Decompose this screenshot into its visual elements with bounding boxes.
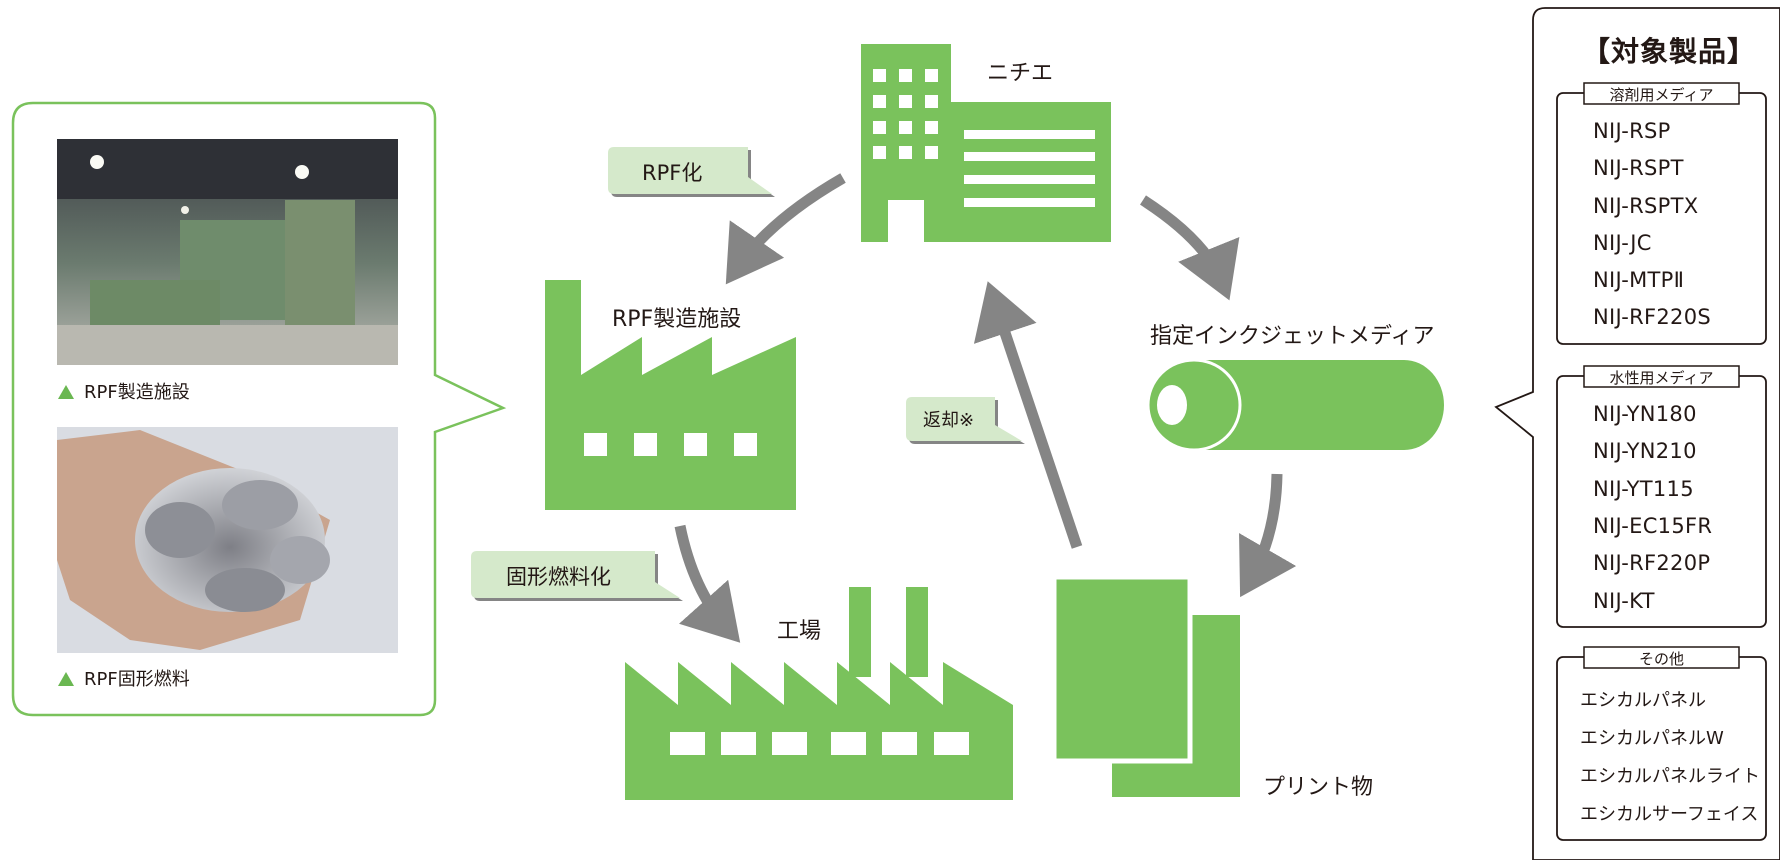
node-label-print: プリント物 <box>1263 775 1374 800</box>
water-media-title: 水性用メディア <box>1609 369 1714 387</box>
water-item: NIJ-YN210 <box>1593 439 1697 463</box>
callout-solid-fuel-label: 固形燃料化 <box>506 565 611 589</box>
water-item: NIJ-YN180 <box>1593 402 1697 426</box>
water-item: NIJ-KT <box>1593 589 1655 613</box>
water-item: NIJ-EC15FR <box>1593 514 1713 538</box>
facility-photo-caption-text: RPF製造施設 <box>84 382 190 403</box>
node-label-rpf-facility: RPF製造施設 <box>612 307 742 332</box>
arrow-nichie-to-rpf <box>725 173 846 285</box>
facility-photo-caption: RPF製造施設 <box>58 378 190 404</box>
callout-solid-fuel <box>471 551 683 601</box>
solvent-item: NIJ-MTPⅡ <box>1593 268 1685 292</box>
products-title: 【対象製品】 <box>1582 35 1757 68</box>
node-label-media: 指定インクジェットメディア <box>1150 324 1435 349</box>
arrow-nichie-to-media <box>1140 195 1240 301</box>
rpf-facility-icon <box>545 280 796 510</box>
triangle-marker-icon <box>58 672 74 686</box>
solvent-media-title: 溶剤用メディア <box>1609 86 1714 104</box>
other-item: エシカルパネルライト <box>1580 766 1760 787</box>
arrow-print-to-nichie <box>973 281 1083 549</box>
callout-rpf-label: RPF化 <box>642 161 703 185</box>
nichie-building-icon <box>861 44 1111 242</box>
solvent-item: NIJ-RSPTX <box>1593 194 1699 218</box>
other-item: エシカルパネルW <box>1580 728 1724 749</box>
fuel-photo-caption: RPF固形燃料 <box>58 665 190 691</box>
media-roll-icon <box>1146 358 1444 452</box>
other-title: その他 <box>1638 650 1684 668</box>
solvent-item: NIJ-JC <box>1593 231 1652 255</box>
solvent-item: NIJ-RSPT <box>1593 156 1684 180</box>
rpf-solid-fuel-photo <box>57 427 398 653</box>
solvent-item: NIJ-RF220S <box>1593 305 1712 329</box>
arrow-rpf-to-factory <box>674 524 741 643</box>
callout-return <box>906 397 1025 444</box>
fuel-photo-caption-text: RPF固形燃料 <box>84 669 190 690</box>
node-label-nichie: ニチエ <box>987 61 1054 86</box>
triangle-marker-icon <box>58 385 74 399</box>
node-label-factory: 工場 <box>777 619 822 644</box>
solvent-item: NIJ-RSP <box>1593 119 1671 143</box>
print-sheets-icon <box>1051 574 1240 797</box>
callout-rpf <box>608 147 775 197</box>
factory-icon <box>625 587 1013 800</box>
callout-return-label: 返却※ <box>923 410 975 431</box>
rpf-facility-photo <box>57 139 398 365</box>
water-item: NIJ-YT115 <box>1593 477 1694 501</box>
other-item: エシカルサーフェイス <box>1580 804 1759 825</box>
arrow-media-to-print <box>1239 473 1297 598</box>
other-item: エシカルパネル <box>1580 690 1706 711</box>
water-item: NIJ-RF220P <box>1593 551 1711 575</box>
